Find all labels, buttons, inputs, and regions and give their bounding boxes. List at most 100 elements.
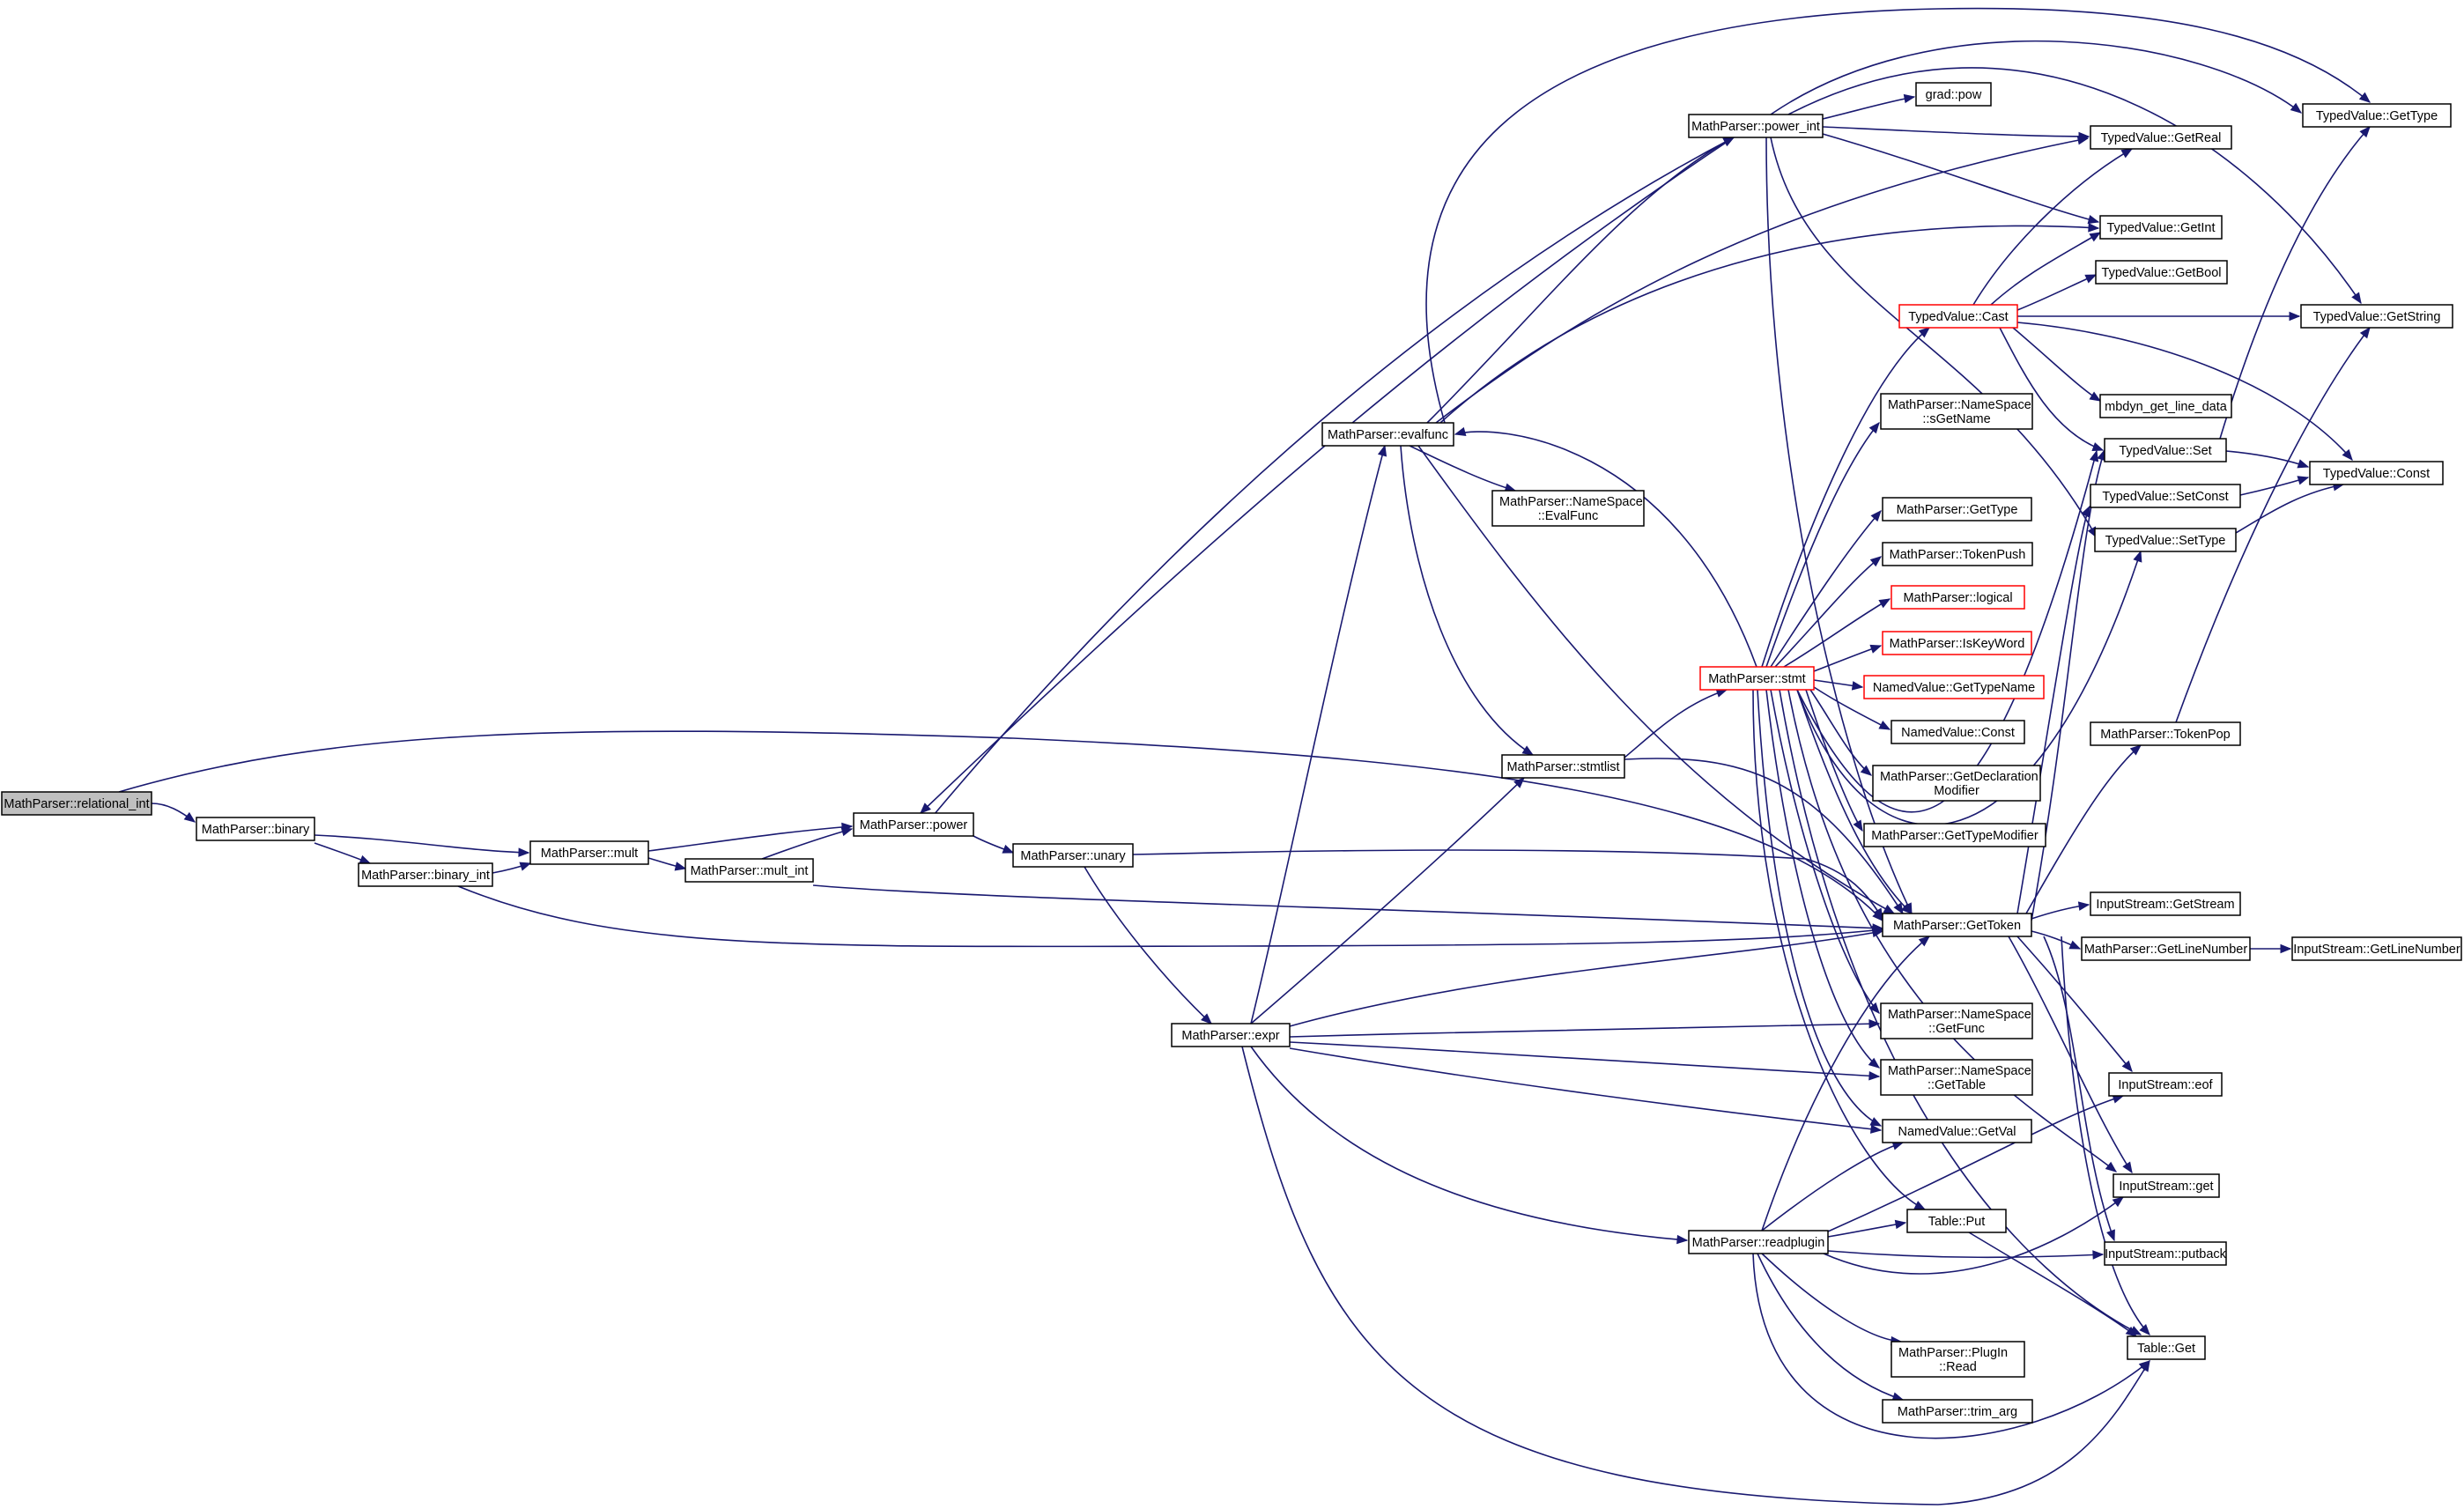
node-gettypemod[interactable]: MathParser::GetTypeModifier — [1863, 823, 2046, 847]
node-expr[interactable]: MathParser::expr — [1171, 1023, 1291, 1047]
node-tv-cast[interactable]: TypedValue::Cast — [1898, 304, 2018, 329]
node-tv-const[interactable]: TypedValue::Const — [2309, 461, 2444, 485]
node-tokenpush[interactable]: MathParser::TokenPush — [1882, 542, 2033, 566]
edge-stmt-to-tv_set — [1796, 449, 2099, 813]
edge-arrowhead — [920, 803, 931, 814]
edge-line — [1426, 137, 1735, 424]
node-tv-gettype[interactable]: TypedValue::GetType — [2302, 103, 2452, 128]
node-label: ::GetTable — [1928, 1078, 1986, 1092]
node-tv-getreal[interactable]: TypedValue::GetReal — [2090, 125, 2232, 150]
node-mult[interactable]: MathParser::mult — [529, 840, 649, 865]
node-label: MathParser::evalfunc — [1328, 428, 1448, 442]
edge-arrowhead — [183, 811, 196, 823]
edge-line — [1752, 689, 1926, 1210]
node-box — [2090, 484, 2241, 508]
node-logical[interactable]: MathParser::logical — [1891, 585, 2025, 610]
node-getlinenumber[interactable]: MathParser::GetLineNumber — [2081, 936, 2251, 961]
edge-arrowhead — [2084, 274, 2098, 284]
edge-arrowhead — [2087, 214, 2100, 225]
node-is-eof[interactable]: InputStream::eof — [2108, 1072, 2223, 1097]
edge-arrowhead — [2351, 292, 2362, 305]
edge-power_int-to-tv_getint — [1822, 133, 2100, 225]
node-ns-sgetname[interactable]: MathParser::NameSpace::sGetName — [1880, 393, 2033, 430]
node-table-get[interactable]: Table::Get — [2127, 1335, 2206, 1360]
node-ns-evalfunc[interactable]: MathParser::NameSpace::EvalFunc — [1491, 490, 1645, 527]
node-binary-int[interactable]: MathParser::binary_int — [358, 862, 493, 887]
edge-line — [1454, 431, 1757, 668]
edge-arrowhead — [2358, 92, 2372, 103]
node-power-int[interactable]: MathParser::power_int — [1688, 114, 1824, 138]
node-tv-getint[interactable]: TypedValue::GetInt — [2099, 215, 2223, 240]
edge-arrowhead — [1860, 765, 1873, 776]
node-box — [853, 812, 974, 837]
node-nv-const[interactable]: NamedValue::Const — [1891, 720, 2025, 744]
node-tv-getbool[interactable]: TypedValue::GetBool — [2095, 260, 2228, 285]
edge-stmt-to-evalfunc — [1454, 426, 1757, 668]
node-ns-getfunc[interactable]: MathParser::NameSpace::GetFunc — [1880, 1002, 2033, 1039]
node-box — [2113, 1173, 2220, 1198]
edge-arrowhead — [2091, 442, 2105, 451]
node-nv-gettypename[interactable]: NamedValue::GetTypeName — [1863, 675, 2045, 699]
node-trim-arg[interactable]: MathParser::trim_arg — [1882, 1399, 2033, 1424]
node-stmt[interactable]: MathParser::stmt — [1699, 666, 1815, 691]
edge-gettoken-to-getlinenumber — [2031, 930, 2082, 950]
node-mbdyn-line[interactable]: mbdyn_get_line_data — [2099, 394, 2232, 418]
node-gettoken[interactable]: MathParser::GetToken — [1882, 913, 2032, 937]
node-label: MathParser::GetType — [1897, 503, 2018, 517]
node-is-get[interactable]: InputStream::get — [2113, 1173, 2220, 1198]
node-tv-settype[interactable]: TypedValue::SetType — [2094, 528, 2237, 552]
node-plugin-read[interactable]: MathParser::PlugIn::Read — [1891, 1341, 2025, 1378]
edge-line — [1972, 148, 2133, 306]
node-is-getstream[interactable]: InputStream::GetStream — [2090, 891, 2241, 916]
node-tokenpop[interactable]: MathParser::TokenPop — [2090, 721, 2241, 746]
edge-arrowhead — [840, 827, 854, 837]
edge-line — [2008, 936, 2133, 1173]
node-evalfunc[interactable]: MathParser::evalfunc — [1321, 422, 1454, 447]
node-box — [2090, 721, 2241, 746]
node-table-put[interactable]: Table::Put — [1906, 1209, 2007, 1233]
node-nv-getval[interactable]: NamedValue::GetVal — [1882, 1119, 2032, 1143]
node-power[interactable]: MathParser::power — [853, 812, 974, 837]
edge-tv_settype-to-tv_const — [2235, 482, 2345, 534]
node-readplugin[interactable]: MathParser::readplugin — [1688, 1230, 1829, 1254]
node-is-putback[interactable]: InputStream::putback — [2104, 1241, 2227, 1266]
node-stmtlist[interactable]: MathParser::stmtlist — [1501, 754, 1625, 779]
node-tv-set[interactable]: TypedValue::Set — [2104, 438, 2227, 462]
edge-line — [1787, 67, 2362, 304]
node-unary[interactable]: MathParser::unary — [1012, 843, 1134, 868]
node-mp-gettype[interactable]: MathParser::GetType — [1882, 497, 2032, 521]
node-binary[interactable]: MathParser::binary — [196, 817, 315, 841]
edge-evalfunc-to-tv_getint — [1439, 223, 2100, 424]
node-label: TypedValue::GetReal — [2101, 131, 2222, 145]
edge-readplugin-to-is_putback — [1827, 1250, 2105, 1260]
node-box — [684, 858, 814, 883]
edge-arrowhead — [1521, 745, 1535, 756]
edge-stmt-to-iskeyword — [1813, 644, 1883, 672]
node-label: Modifier — [1934, 784, 1979, 798]
node-tv-getstring[interactable]: TypedValue::GetString — [2300, 304, 2453, 329]
edge-line — [118, 730, 1883, 921]
edge-arrowhead — [1868, 1057, 1881, 1069]
node-box — [1688, 1230, 1829, 1254]
edge-layer — [118, 7, 2372, 1505]
edge-binary_int-to-mult — [492, 862, 532, 874]
node-box — [1012, 843, 1134, 868]
edge-stmtlist-to-stmt — [1624, 688, 1728, 758]
node-is-getlinenumber[interactable]: InputStream::GetLineNumber — [2291, 936, 2462, 961]
edge-arrowhead — [2089, 449, 2099, 462]
edge-stmt-to-mp_gettype — [1770, 510, 1882, 668]
edge-arrowhead — [2112, 1196, 2125, 1208]
node-box — [1863, 675, 2045, 699]
node-mult-int[interactable]: MathParser::mult_int — [684, 858, 814, 883]
edge-tv_set-to-tv_gettype — [2219, 126, 2371, 440]
node-grad-pow[interactable]: grad::pow — [1915, 82, 1992, 107]
node-ns-gettable[interactable]: MathParser::NameSpace::GetTable — [1880, 1059, 2033, 1096]
node-relational-int: MathParser::relational_int — [1, 791, 152, 816]
edge-line — [1765, 422, 1880, 668]
edge-arrowhead — [2297, 476, 2310, 485]
edge-line — [1624, 689, 1728, 758]
edge-line — [1761, 1142, 1904, 1232]
node-tv-setconst[interactable]: TypedValue::SetConst — [2090, 484, 2241, 508]
node-iskeyword[interactable]: MathParser::IsKeyWord — [1882, 631, 2032, 655]
